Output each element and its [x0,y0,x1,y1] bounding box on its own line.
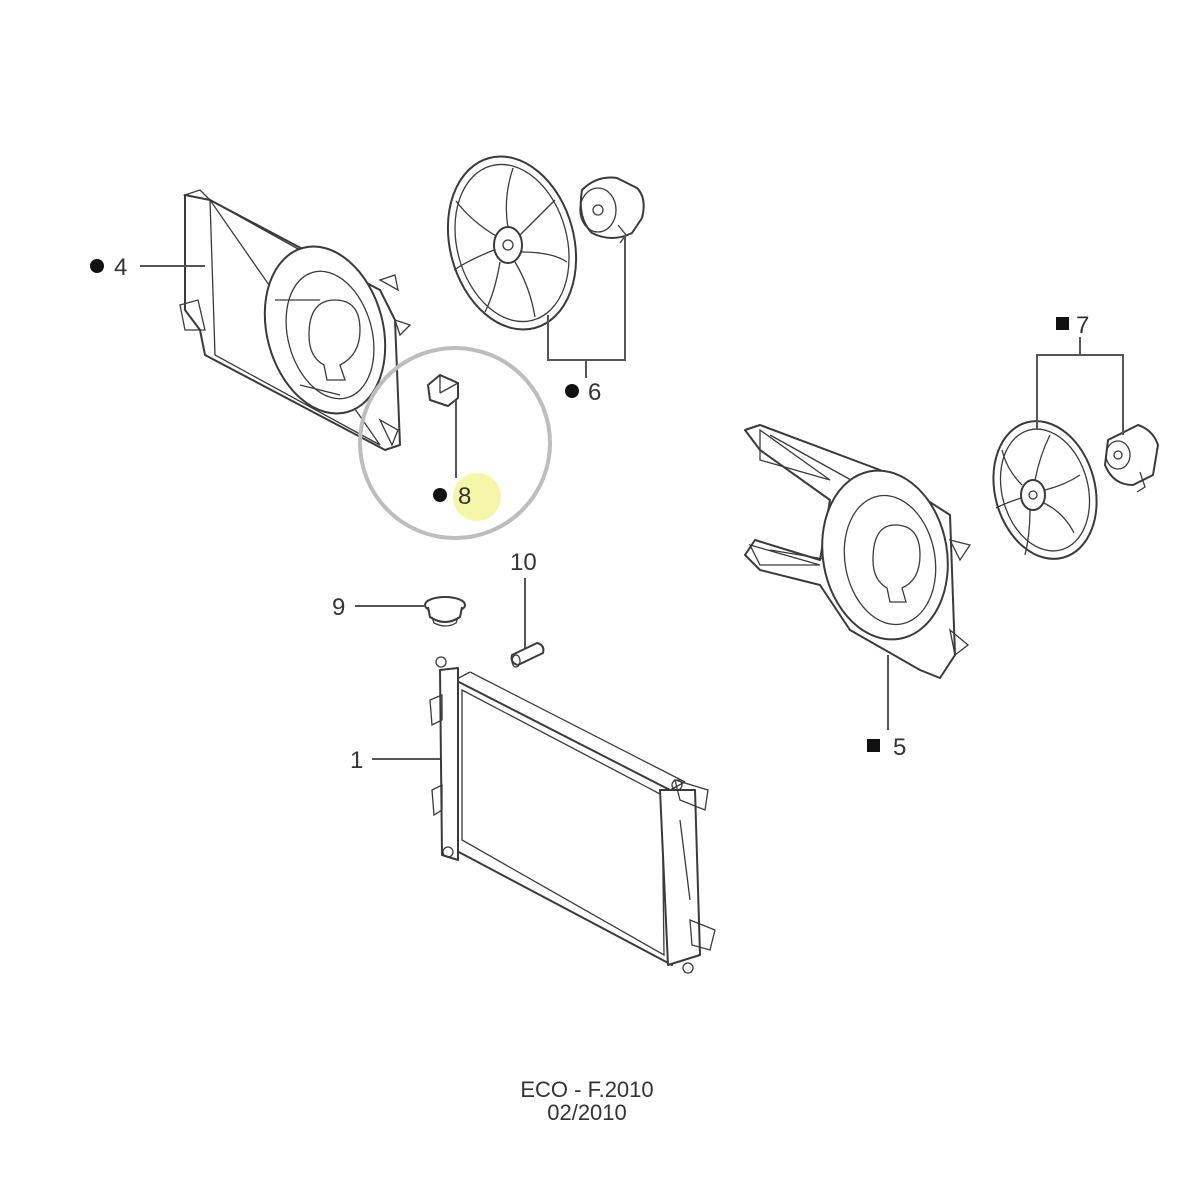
callout-labels: 4 6 7 8 5 9 10 1 [114,254,1089,774]
fan-shroud-left [179,189,412,451]
fan-shroud-right [744,424,972,679]
callout-label-5[interactable]: 5 [893,734,906,761]
fan-motor-upper [579,176,645,244]
footer-date: 02/2010 [547,1100,627,1125]
callout-label-7[interactable]: 7 [1076,312,1089,339]
diagram-footer: ECO - F.2010 02/2010 [520,1077,653,1125]
highlight-ring [358,346,552,540]
callout-label-10[interactable]: 10 [510,549,537,576]
fan-motor-right [1104,424,1159,493]
marker-square-5 [867,739,880,752]
marker-dot-8 [433,488,447,502]
callout-label-1[interactable]: 1 [350,747,363,774]
callout-label-9[interactable]: 9 [332,594,345,621]
radiator-part-1 [429,656,716,974]
leader-lines [140,235,1124,760]
callout-label-6[interactable]: 6 [588,379,601,406]
grommet-part-9 [424,596,466,627]
callout-label-8[interactable]: 8 [458,483,471,510]
callout-markers [90,259,1069,752]
fan-blade-upper [446,155,578,331]
footer-code: ECO - F.2010 [520,1077,653,1102]
marker-dot-4 [90,259,104,273]
pin-part-10 [510,642,545,668]
marker-dot-6 [565,384,579,398]
marker-square-7 [1056,317,1069,330]
fan-blade-right [992,420,1098,560]
callout-label-4[interactable]: 4 [114,254,127,281]
clip-part-8 [427,374,459,407]
